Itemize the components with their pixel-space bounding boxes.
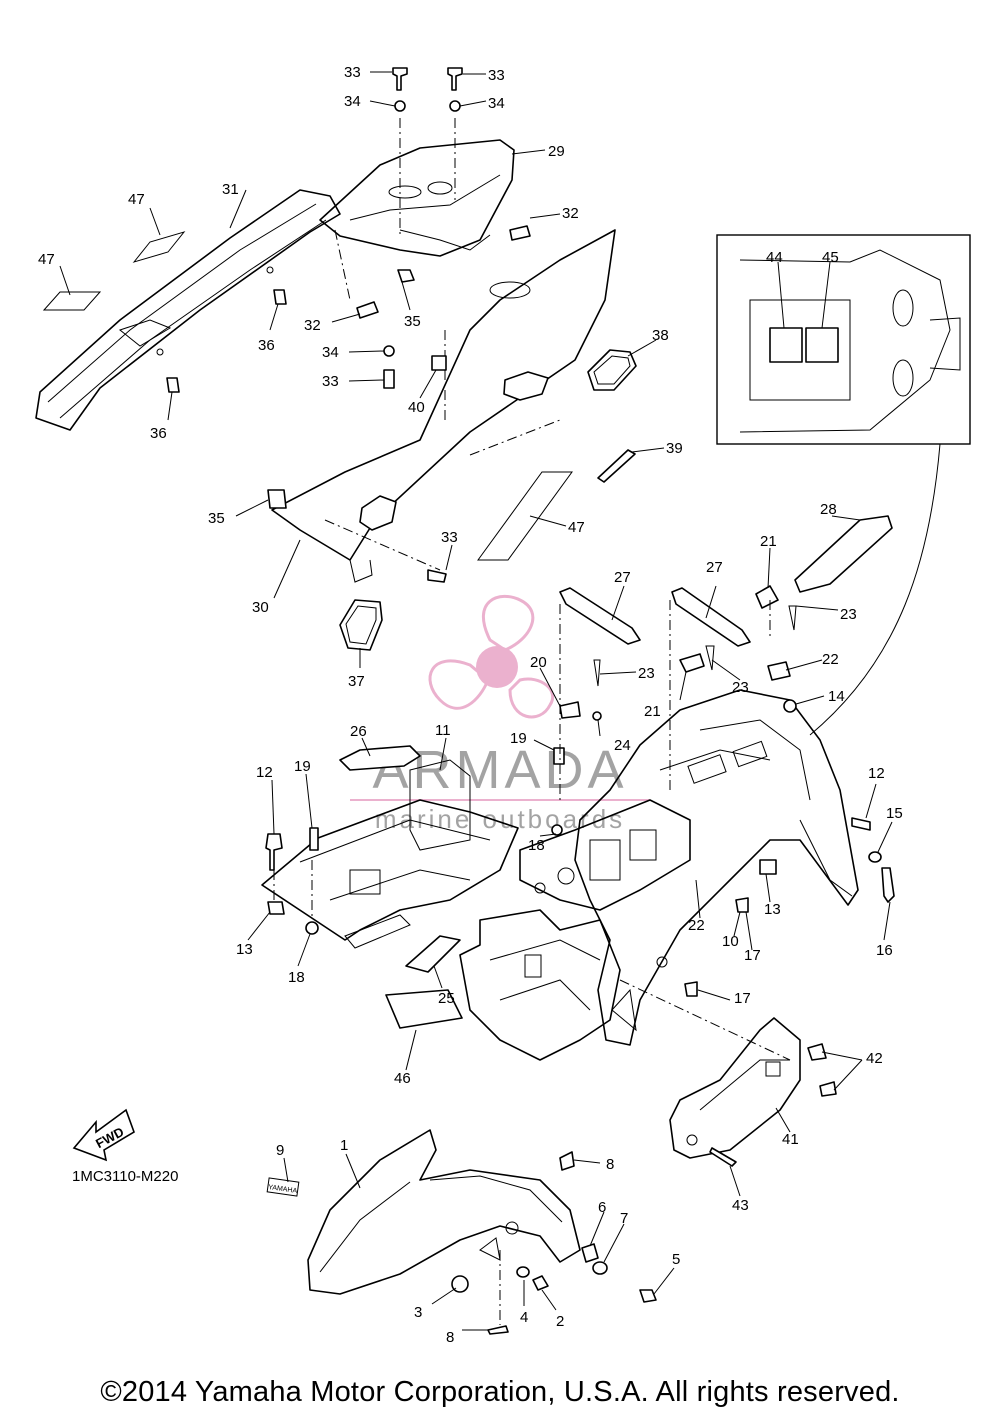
fwd-arrow-icon: FWD — [72, 1108, 135, 1162]
part-31-side-cover — [35, 189, 341, 431]
callout-19: 19 — [294, 758, 311, 775]
callout-11: 11 — [435, 722, 451, 739]
callout-17: 17 — [734, 990, 751, 1007]
callout-36: 36 — [150, 425, 167, 442]
part-bracket-center — [519, 799, 691, 911]
callout-15: 15 — [886, 805, 903, 822]
callout-23: 23 — [840, 606, 857, 623]
callout-33: 33 — [488, 67, 505, 84]
part-29-seat-base — [319, 139, 515, 257]
callout-numbers: 33 34 33 34 29 31 47 47 32 32 35 36 36 3… — [38, 64, 903, 1346]
callout-47: 47 — [38, 251, 55, 268]
callout-6: 6 — [598, 1199, 606, 1216]
fastener-hardware-middle — [265, 605, 895, 1167]
callout-25: 25 — [438, 990, 455, 1007]
callout-34: 34 — [344, 93, 361, 110]
diagram-code: 1MC3110-M220 — [72, 1168, 179, 1185]
callout-42: 42 — [866, 1050, 883, 1067]
callout-22: 22 — [688, 917, 705, 934]
callout-40: 40 — [408, 399, 425, 416]
callout-45: 45 — [822, 249, 839, 266]
armada-watermark: ARMADA marine outboards — [350, 594, 650, 834]
decal-text: YAMAHA — [268, 1184, 298, 1195]
callout-43: 43 — [732, 1197, 749, 1214]
label-decals-47 — [42, 231, 573, 561]
callout-38: 38 — [652, 327, 669, 344]
watermark-tagline: marine outboards — [375, 804, 625, 834]
callout-33: 33 — [344, 64, 361, 81]
callout-32: 32 — [562, 205, 579, 222]
callout-10: 10 — [722, 933, 739, 950]
part-10-rear-fender — [574, 689, 859, 1046]
copyright-notice: ©2014 Yamaha Motor Corporation, U.S.A. A… — [100, 1376, 900, 1408]
part-30-tail-cover — [271, 229, 616, 583]
callout-20: 20 — [530, 654, 547, 671]
callout-22: 22 — [822, 651, 839, 668]
callout-9: 9 — [276, 1142, 284, 1159]
callout-13: 13 — [764, 901, 781, 918]
callout-14: 14 — [828, 688, 845, 705]
part-41-cover — [669, 1017, 801, 1159]
callout-12: 12 — [256, 764, 273, 781]
callout-21: 21 — [644, 703, 661, 720]
callout-47: 47 — [128, 191, 145, 208]
callout-12: 12 — [868, 765, 885, 782]
part-1-front-fender — [307, 1129, 581, 1295]
callout-8: 8 — [446, 1329, 454, 1346]
callout-17: 17 — [744, 947, 761, 964]
part-11-battery-box — [261, 759, 519, 949]
callout-1: 1 — [340, 1137, 348, 1154]
part-9-decal: YAMAHA — [266, 1177, 300, 1197]
callout-8: 8 — [606, 1156, 614, 1173]
callout-4: 4 — [520, 1309, 528, 1326]
callout-16: 16 — [876, 942, 893, 959]
callout-35: 35 — [404, 313, 421, 330]
callout-34: 34 — [488, 95, 505, 112]
leader-lines — [59, 71, 893, 1331]
callout-29: 29 — [548, 143, 565, 160]
callout-36: 36 — [258, 337, 275, 354]
callout-26: 26 — [350, 723, 367, 740]
seal-parts — [339, 349, 637, 651]
callout-7: 7 — [620, 1210, 628, 1227]
inset-detail-box — [716, 234, 971, 736]
callout-32: 32 — [304, 317, 321, 334]
callout-33: 33 — [322, 373, 339, 390]
callout-23: 23 — [732, 679, 749, 696]
callout-3: 3 — [414, 1304, 422, 1321]
part-46-pad — [385, 989, 463, 1029]
callout-34: 34 — [322, 344, 339, 361]
callout-23: 23 — [638, 665, 655, 682]
callout-18: 18 — [528, 837, 545, 854]
part-tray-lower — [459, 909, 621, 1061]
callout-37: 37 — [348, 673, 365, 690]
callout-24: 24 — [614, 737, 631, 754]
callout-2: 2 — [556, 1313, 564, 1330]
assembly-lines-middle — [273, 600, 791, 1061]
callout-13: 13 — [236, 941, 253, 958]
callout-33: 33 — [441, 529, 458, 546]
callout-31: 31 — [222, 181, 239, 198]
callout-21: 21 — [760, 533, 777, 550]
callout-46: 46 — [394, 1070, 411, 1087]
callout-41: 41 — [782, 1131, 799, 1148]
callout-27: 27 — [706, 559, 723, 576]
callout-28: 28 — [820, 501, 837, 518]
callout-27: 27 — [614, 569, 631, 586]
callout-30: 30 — [252, 599, 269, 616]
assembly-lines-top — [324, 118, 561, 571]
callout-47: 47 — [568, 519, 585, 536]
callout-39: 39 — [666, 440, 683, 457]
callout-5: 5 — [672, 1251, 680, 1268]
propeller-logo-icon — [428, 594, 554, 719]
callout-35: 35 — [208, 510, 225, 527]
fastener-hardware-top — [166, 67, 531, 583]
callout-18: 18 — [288, 969, 305, 986]
callout-19: 19 — [510, 730, 527, 747]
straps-and-brackets — [339, 515, 893, 973]
callout-44: 44 — [766, 249, 783, 266]
